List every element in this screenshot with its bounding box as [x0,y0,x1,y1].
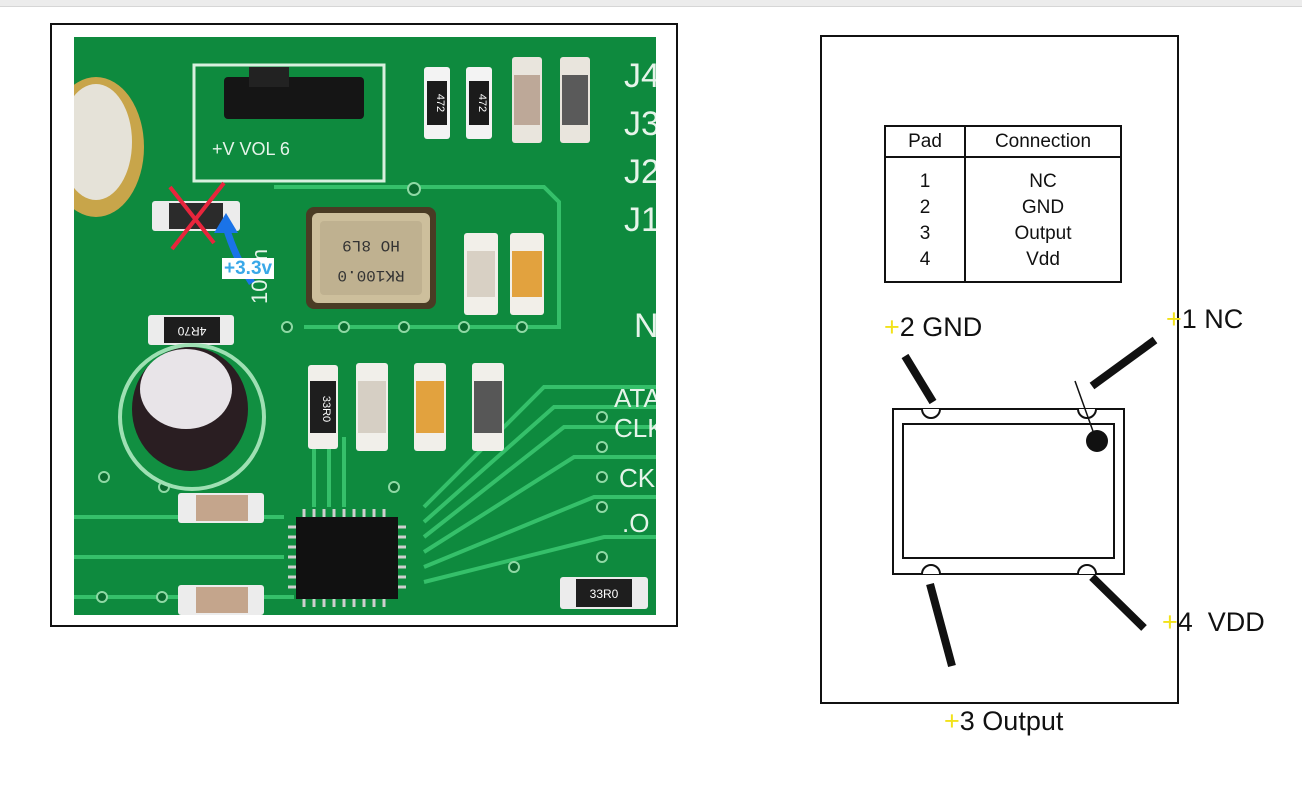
leader-pin2 [901,353,937,405]
pad-notch-2 [921,408,941,419]
plus-marker: + [1162,607,1178,637]
osc-marking-1: HO 8L9 [342,236,400,254]
pad-notch-4 [1077,564,1097,575]
silk-j2: J2 [624,153,656,191]
qfp-chip [288,509,406,607]
silk-clk: CLK [614,413,656,443]
pin-table-divider [964,127,966,281]
resistor-label-33r0-b: 33R0 [590,587,619,601]
resistor-label-33r0-a: 33R0 [320,396,332,422]
pin-label-1: +1 NC [1166,304,1243,335]
pin-label-2-text: 2 GND [899,312,983,342]
silk-j4: J4 [624,57,656,95]
diagram-border [820,35,1179,704]
pcb-photo: 472 472 J4 J3 J2 J1 N ATA CLK CK .O +V V… [74,37,656,615]
pin-table-connections: NC GND Output Vdd [1014,171,1072,270]
pin1-marker-line [1074,380,1095,435]
plus-marker: + [1166,304,1182,334]
pin-label-4-text: 4 VDD [1177,607,1265,637]
pin-table-header [886,127,1120,158]
osc-marking-2: RK100.0 [337,266,404,284]
resistor-label-4r70: 4R70 [177,324,206,338]
pin-label-4: +4 VDD [1162,607,1265,638]
cross-out-mark [168,181,226,251]
silk-ck: CK [619,463,656,493]
package-outline [892,408,1125,575]
silk-j1: J1 [624,201,656,239]
plus-marker: + [944,706,960,736]
silk-j3: J3 [624,105,656,143]
resistor-label-472-b: 472 [476,94,488,112]
silk-n: N [634,307,656,345]
pin-table-pad-numbers: 1 2 3 4 [919,171,931,270]
silk-jumper-label: +V VOL 6 [212,139,290,159]
pad-notch-3 [921,564,941,575]
voltage-annotation: +3.3v [222,258,275,279]
top-border [0,0,1302,7]
pin-table: Pad Connection 1 2 3 4 NC GND Output Vdd [884,125,1122,283]
resistor-label-472-a: 472 [434,94,446,112]
leader-pin3 [926,582,956,668]
package-inner [902,423,1115,559]
silk-ata: ATA [614,383,656,413]
pin-table-header-pad: Pad [908,131,942,152]
pcb-photo-frame: 472 472 J4 J3 J2 J1 N ATA CLK CK .O +V V… [50,23,678,627]
leader-pin1 [1089,336,1158,390]
silk-o: .O [622,508,649,538]
pin-table-header-connection: Connection [994,131,1092,152]
pin-label-1-text: 1 NC [1181,304,1244,334]
pin-label-3-text: 3 Output [959,706,1064,736]
leader-pin4 [1089,574,1147,631]
plus-marker: + [884,312,900,342]
pin-label-3: +3 Output [944,706,1063,737]
pin-label-2: +2 GND [884,312,982,343]
pin1-dot [1086,430,1108,452]
